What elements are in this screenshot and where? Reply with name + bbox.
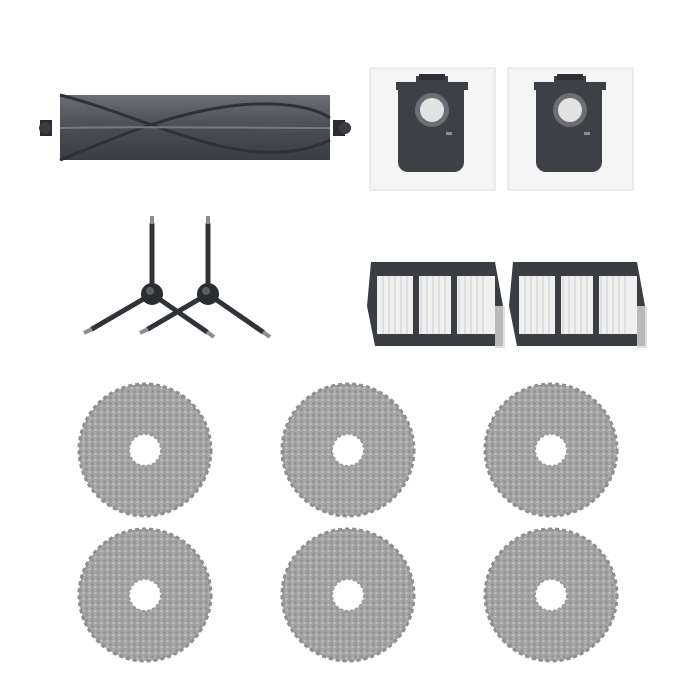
hepa-filter xyxy=(366,261,506,349)
mop-pad xyxy=(280,527,416,663)
mop-pad xyxy=(483,382,619,518)
dust-bag xyxy=(369,67,496,191)
dust-bag xyxy=(507,67,634,191)
side-brush xyxy=(140,216,270,337)
mop-pad xyxy=(77,527,213,663)
side-brush xyxy=(84,216,214,337)
mop-pad xyxy=(280,382,416,518)
hepa-filter xyxy=(508,261,648,349)
main-roller-brush xyxy=(39,93,351,162)
mop-pad xyxy=(483,527,619,663)
mop-pad xyxy=(77,382,213,518)
